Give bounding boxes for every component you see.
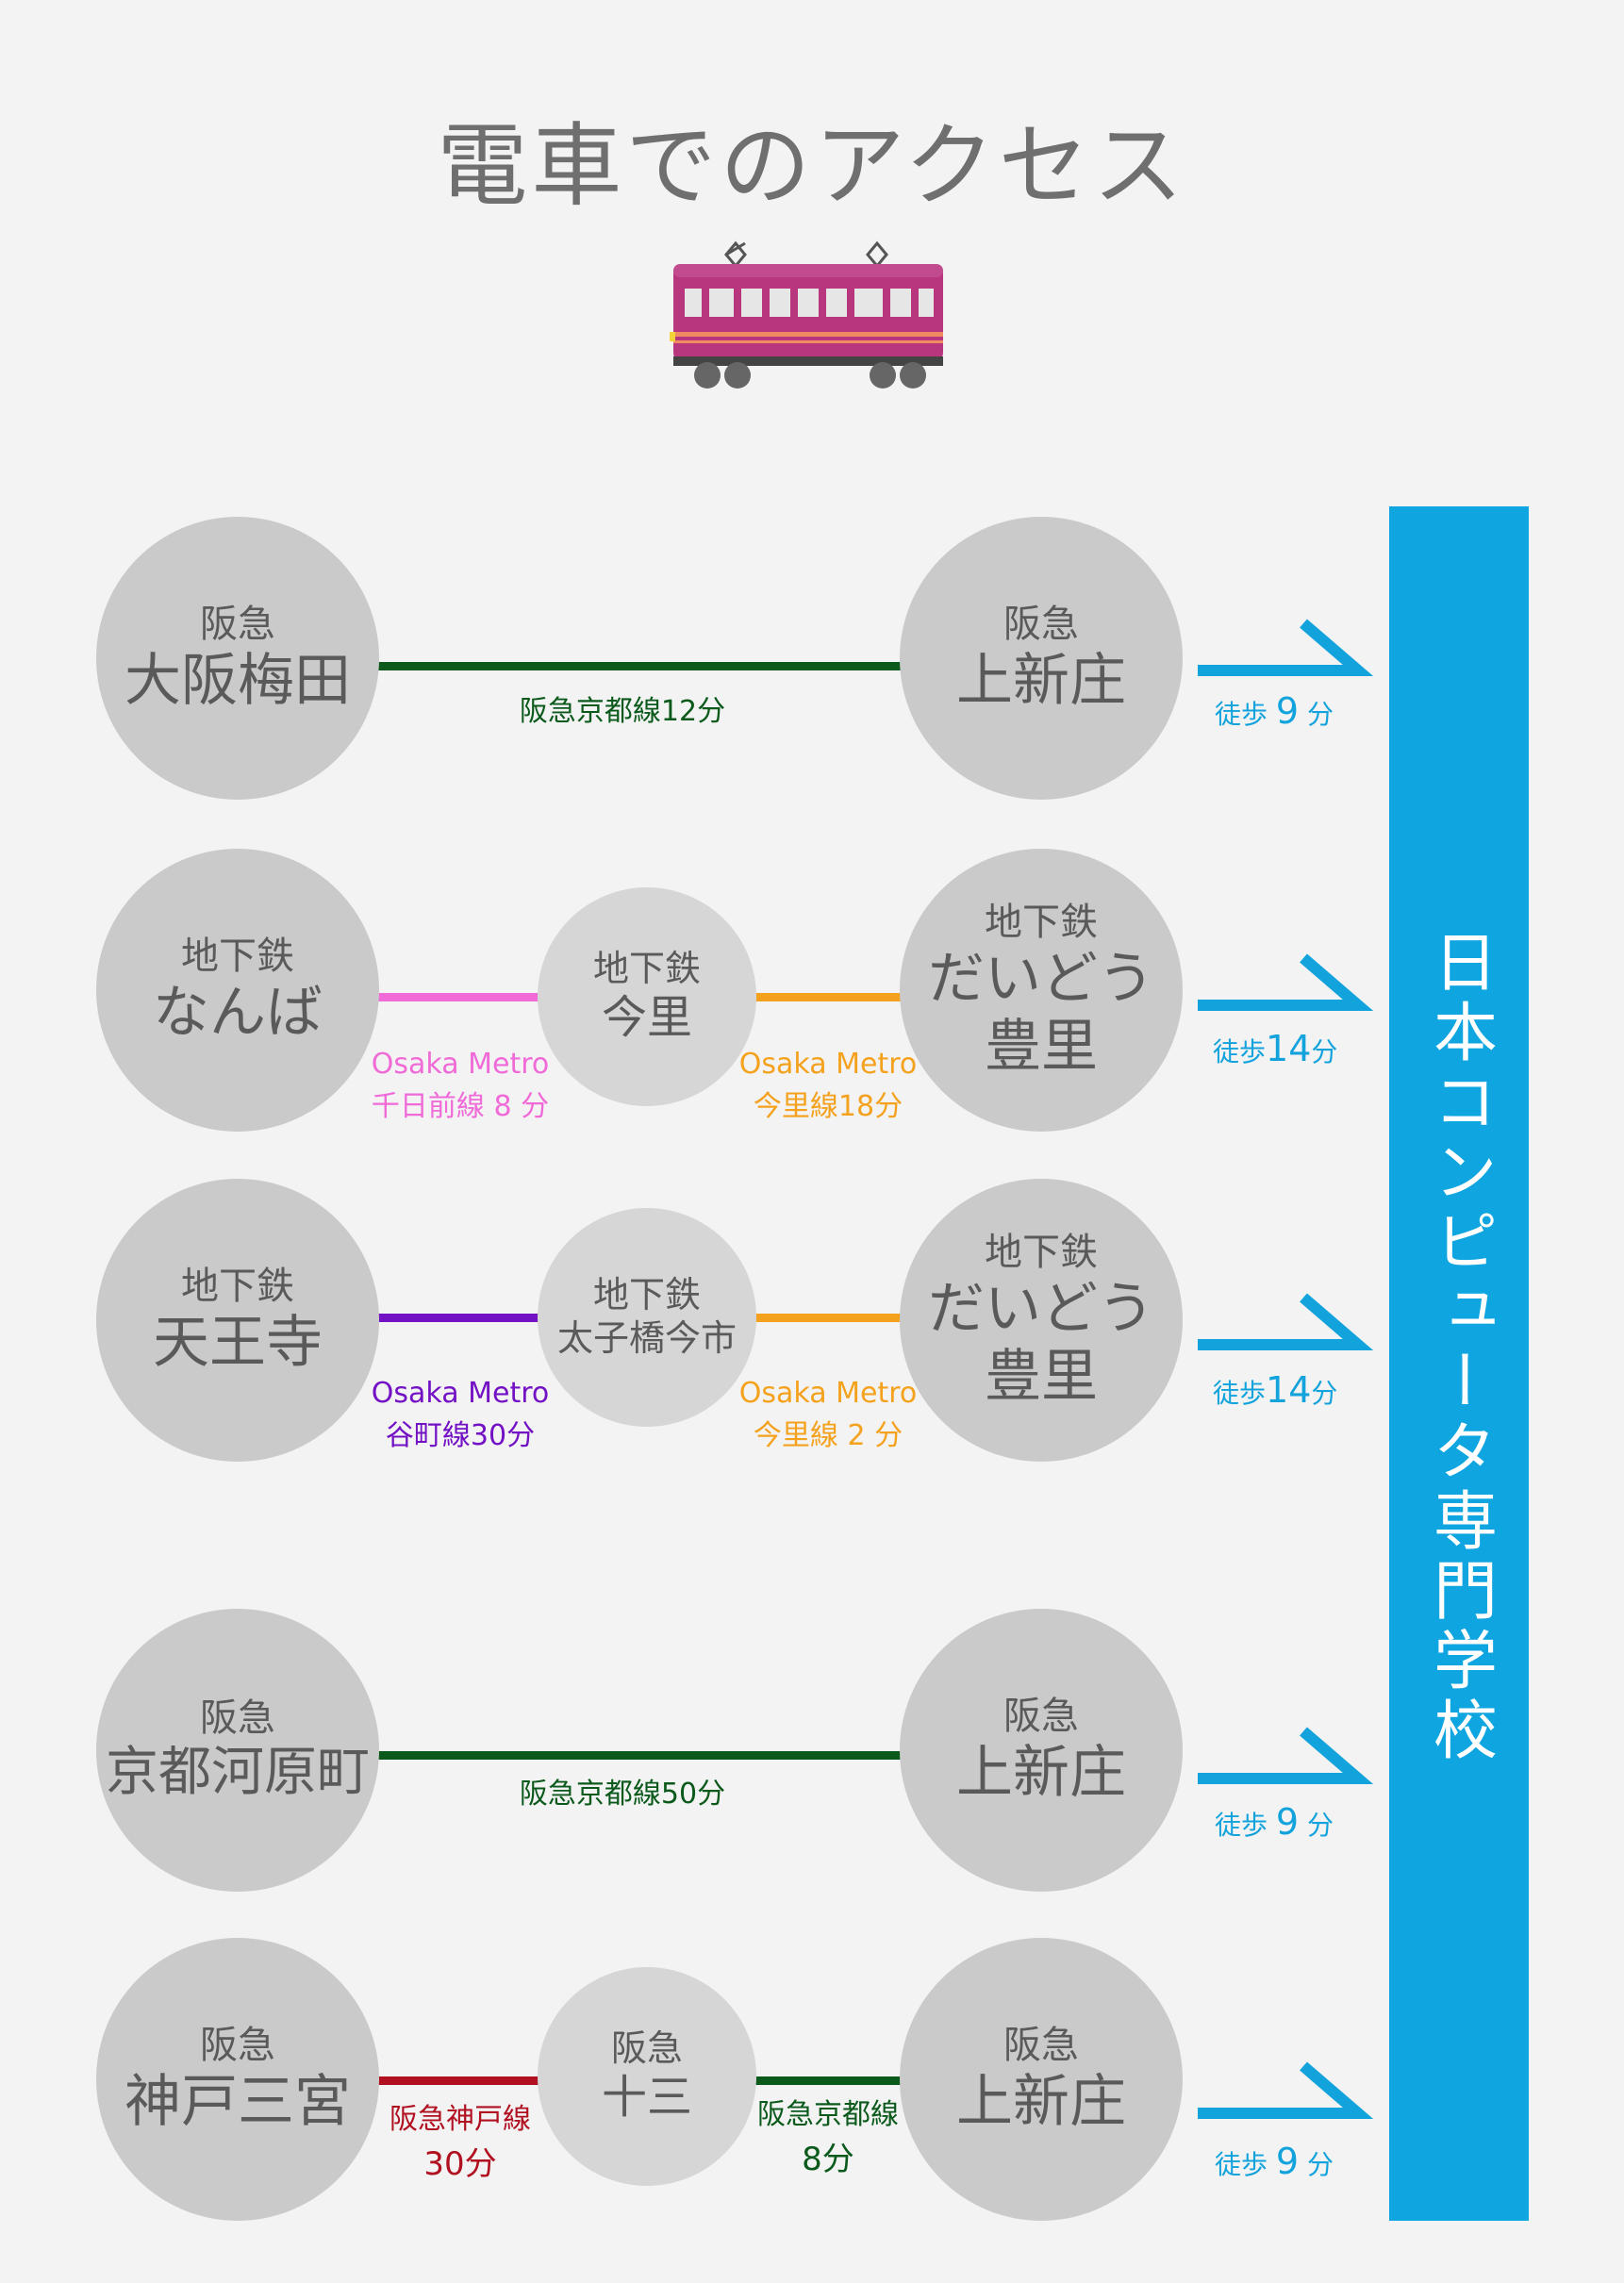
station-end: 地下鉄 だいどう 豊里 xyxy=(900,849,1183,1132)
station-operator: 地下鉄 xyxy=(181,1264,294,1309)
station-name: 上新庄 xyxy=(956,2068,1126,2136)
station-operator: 阪急 xyxy=(200,2023,275,2068)
station-start: 地下鉄 なんば xyxy=(96,849,379,1132)
station-transfer: 地下鉄 太子橋今市 xyxy=(538,1208,756,1427)
station-start: 阪急 神戸三宮 xyxy=(96,1938,379,2221)
station-name: 上新庄 xyxy=(956,1739,1126,1807)
station-end: 阪急 上新庄 xyxy=(900,1938,1183,2221)
walk-arrow-icon xyxy=(1198,2060,1377,2128)
station-operator: 阪急 xyxy=(1003,602,1079,647)
walk-label: 徒歩14分 xyxy=(1213,1369,1337,1411)
route-line xyxy=(750,993,910,1001)
route-line xyxy=(750,1314,910,1322)
line-label: 阪急京都線50分 xyxy=(520,1773,725,1815)
station-operator: 阪急 xyxy=(1003,1694,1079,1739)
station-name: 神戸三宮 xyxy=(124,2068,351,2136)
station-name: 十三 xyxy=(602,2071,692,2126)
destination-bar: 日本コンピュータ専門学校 xyxy=(1389,506,1529,2221)
walk-arrow-icon xyxy=(1198,1292,1377,1360)
route-line xyxy=(375,1314,545,1322)
station-start: 阪急 大阪梅田 xyxy=(96,517,379,800)
station-name: だいどう xyxy=(928,1275,1154,1343)
destination-name: 日本コンピュータ専門学校 xyxy=(1413,929,1506,2221)
station-transfer: 阪急 十三 xyxy=(538,1967,756,2186)
station-operator: 阪急 xyxy=(200,602,275,647)
station-name: 上新庄 xyxy=(956,647,1126,715)
station-operator: 地下鉄 xyxy=(985,900,1098,945)
station-transfer: 地下鉄 今里 xyxy=(538,887,756,1106)
route-line xyxy=(375,662,903,670)
page-title: 電車でのアクセス xyxy=(0,121,1624,211)
station-operator: 阪急 xyxy=(611,2027,683,2071)
station-operator: 阪急 xyxy=(1003,2023,1079,2068)
route-line xyxy=(375,993,545,1001)
station-name: だいどう xyxy=(928,945,1154,1013)
line-label: 阪急京都線12分 xyxy=(520,690,725,733)
station-end: 阪急 上新庄 xyxy=(900,517,1183,800)
train-illustration xyxy=(660,234,962,394)
walk-label: 徒歩14分 xyxy=(1213,1028,1337,1069)
station-end: 阪急 上新庄 xyxy=(900,1609,1183,1892)
station-operator: 地下鉄 xyxy=(593,1274,701,1317)
station-operator: 地下鉄 xyxy=(593,948,701,991)
station-operator: 地下鉄 xyxy=(181,934,294,979)
station-name: 豊里 xyxy=(985,1013,1098,1081)
station-name: 太子橋今市 xyxy=(557,1317,737,1361)
station-name: なんば xyxy=(153,979,323,1047)
station-start: 地下鉄 天王寺 xyxy=(96,1179,379,1462)
walk-label: 徒歩 9 分 xyxy=(1215,1801,1334,1843)
destination-wrapper: 日本コンピュータ専門学校 xyxy=(1389,506,1529,2221)
walk-label: 徒歩 9 分 xyxy=(1215,2141,1334,2182)
route-line xyxy=(375,1751,903,1760)
station-name: 豊里 xyxy=(985,1343,1098,1411)
route-line xyxy=(375,2076,545,2085)
station-name: 京都河原町 xyxy=(106,1741,370,1804)
route-line xyxy=(750,2076,910,2085)
walk-arrow-icon xyxy=(1198,618,1377,686)
station-operator: 阪急 xyxy=(200,1696,275,1741)
walk-arrow-icon xyxy=(1198,1726,1377,1794)
walk-arrow-icon xyxy=(1198,952,1377,1020)
station-name: 天王寺 xyxy=(153,1309,323,1377)
walk-label: 徒歩 9 分 xyxy=(1215,690,1334,732)
station-operator: 地下鉄 xyxy=(985,1230,1098,1275)
station-name: 大阪梅田 xyxy=(124,647,351,715)
station-start: 阪急 京都河原町 xyxy=(96,1609,379,1892)
station-name: 今里 xyxy=(602,991,692,1046)
station-end: 地下鉄 だいどう 豊里 xyxy=(900,1179,1183,1462)
